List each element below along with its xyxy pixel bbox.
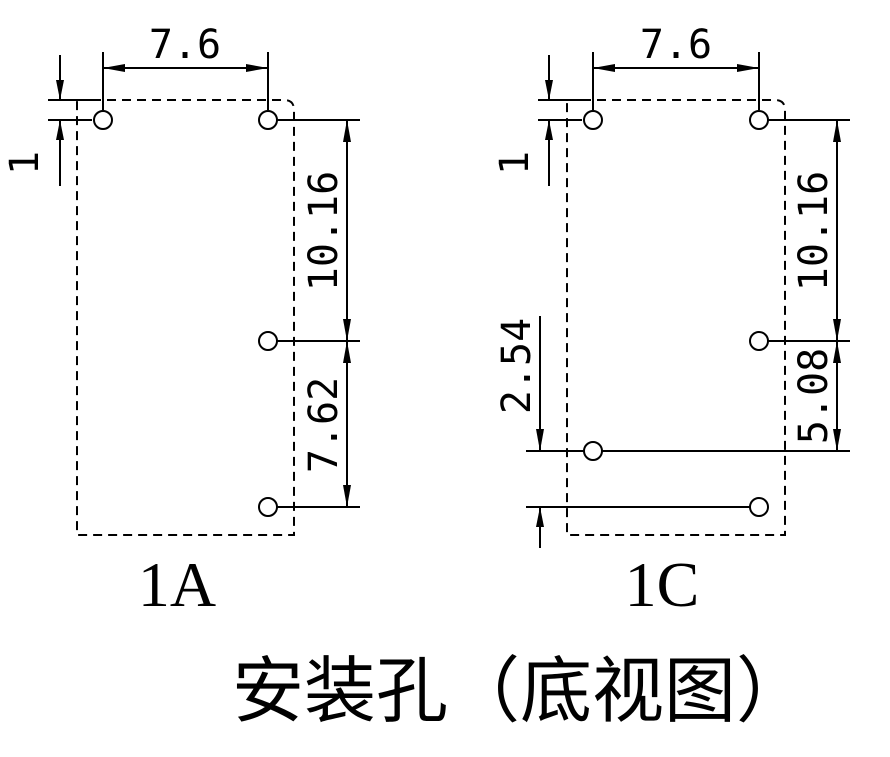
footprint-1c-outline bbox=[566, 99, 786, 536]
footprint-1c-dim-7-6: 7.6 bbox=[592, 22, 760, 110]
footprint-1a-hole-bottom-right bbox=[258, 497, 278, 517]
footprint-1a-hole-top-right bbox=[258, 110, 278, 130]
footprint-1c-dim-spacing-right-lower: 5.08 bbox=[791, 348, 837, 444]
footprint-1c-hole-top-left bbox=[583, 110, 603, 130]
footprint-1c-dim-left: 2.54 bbox=[494, 316, 750, 548]
footprint-1a-dim-pin-spacing-x: 7.6 bbox=[149, 22, 221, 68]
footprint-1c-dim-pin-spacing-x: 7.6 bbox=[640, 22, 712, 68]
diagram-caption: 安装孔（底视图） bbox=[232, 649, 808, 733]
footprint-1c-dim-offset-top: 1 bbox=[492, 151, 538, 175]
footprint-1c-hole-top-right bbox=[749, 110, 769, 130]
footprint-1a-outline bbox=[76, 99, 295, 536]
footprint-1c-hole-lower-left bbox=[583, 441, 603, 461]
footprint-1c-label: 1C bbox=[625, 549, 700, 620]
footprint-1a-dim-1: 1 bbox=[2, 55, 92, 186]
footprint-1c: 7.6 1 10.16 5.08 bbox=[492, 22, 850, 620]
footprint-1a-hole-top-left bbox=[93, 110, 113, 130]
footprint-1c-hole-middle-right bbox=[749, 331, 769, 351]
footprint-1c-hole-bottom-right bbox=[749, 497, 769, 517]
footprint-1a-hole-middle-right bbox=[258, 331, 278, 351]
footprint-1c-dim-spacing-left-lower: 2.54 bbox=[494, 318, 540, 414]
footprint-1a-dim-spacing-lower: 7.62 bbox=[301, 377, 347, 473]
footprint-1a-dim-7-6: 7.6 bbox=[102, 22, 269, 110]
footprint-1c-dim-1: 1 bbox=[492, 55, 582, 186]
footprint-1a: 7.6 1 10.16 7.62 1A bbox=[2, 22, 360, 620]
footprint-1a-label: 1A bbox=[138, 549, 216, 620]
footprint-1a-dim-vertical: 10.16 7.62 bbox=[277, 119, 360, 508]
footprint-1c-dim-spacing-upper: 10.16 bbox=[791, 171, 837, 291]
footprint-1a-dim-offset-top: 1 bbox=[2, 151, 48, 175]
footprint-1a-dim-spacing-upper: 10.16 bbox=[301, 171, 347, 291]
footprint-1c-dim-right: 10.16 5.08 bbox=[602, 119, 850, 452]
